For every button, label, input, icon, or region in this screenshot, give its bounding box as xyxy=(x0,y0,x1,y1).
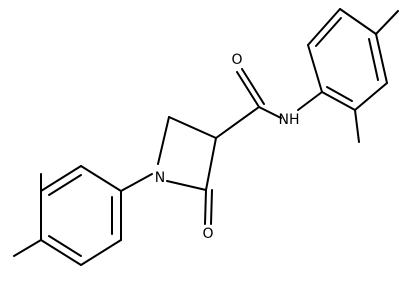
atom-label-o-amide: O xyxy=(231,52,242,68)
pyrrolidinone-ring xyxy=(157,116,217,225)
bond-double xyxy=(326,86,353,102)
carbonyl-bond xyxy=(236,71,260,108)
bond xyxy=(307,8,341,46)
bond xyxy=(354,82,388,111)
bond xyxy=(375,33,388,84)
bond xyxy=(339,8,377,35)
bond xyxy=(321,91,356,111)
atom-label-nh: NH xyxy=(279,112,300,128)
bond xyxy=(307,44,323,93)
bond xyxy=(40,165,82,192)
bond xyxy=(157,116,170,165)
atom-label-n1: N xyxy=(155,170,165,186)
bond-double xyxy=(48,174,82,196)
bond xyxy=(205,137,217,191)
methyl-bond xyxy=(354,109,360,143)
bond xyxy=(80,165,122,192)
methyl-bond xyxy=(13,239,42,257)
bond xyxy=(215,106,260,139)
bond-n-aryl xyxy=(120,173,153,192)
methyl-bond xyxy=(375,10,399,35)
atom-label-o-carbonyl: O xyxy=(202,226,213,242)
carbonyl-bond xyxy=(204,189,207,225)
bond xyxy=(258,106,282,119)
dimethylphenyl-ring-right xyxy=(307,8,399,143)
carbonyl-bond xyxy=(210,189,213,225)
bond xyxy=(166,180,207,191)
bond xyxy=(40,239,82,266)
bond-double xyxy=(368,38,379,81)
bond xyxy=(80,239,122,266)
carbonyl-bond xyxy=(241,68,265,105)
bond-nh-aryl xyxy=(297,91,323,111)
dimethylphenyl-ring-left xyxy=(13,165,122,266)
amide-group xyxy=(215,68,282,139)
bond-double xyxy=(315,17,342,47)
bond xyxy=(168,116,217,139)
bond-double xyxy=(48,235,82,257)
